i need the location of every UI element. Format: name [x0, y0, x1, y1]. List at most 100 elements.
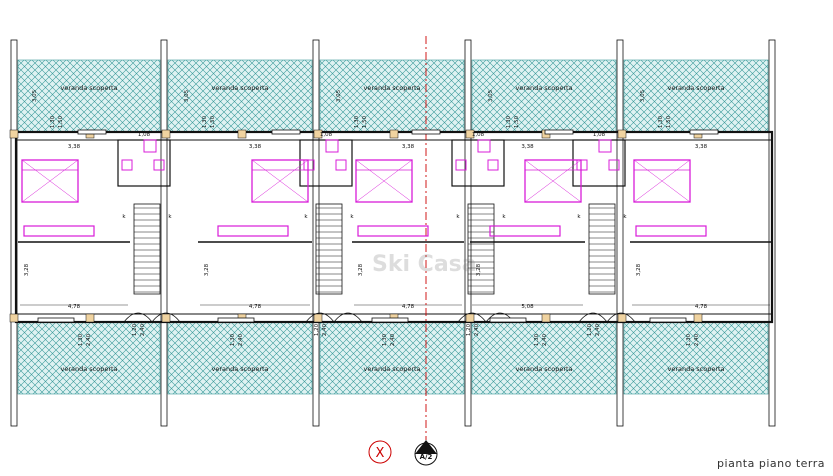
- terrace-label-top-1: veranda scoperta: [60, 84, 117, 92]
- column-top: [313, 129, 323, 139]
- dim-window-b-5: 1,50: [666, 115, 672, 128]
- stair-4: [588, 203, 616, 295]
- wardrobe-2: [217, 225, 289, 237]
- dim-bedroom-1: 3,38: [68, 144, 81, 150]
- window-top-1: [77, 129, 107, 135]
- kitchen-label-b-2: k: [350, 214, 354, 220]
- terrace-top-3: [319, 59, 465, 133]
- column-bottom: [161, 313, 171, 323]
- window-top-4: [544, 129, 574, 135]
- toilet-4: [576, 159, 588, 171]
- dim-bedroom-2: 3,38: [249, 144, 262, 150]
- column-bottom: [9, 313, 19, 323]
- shower-3: [477, 139, 491, 153]
- kitchen-label-b-4: k: [623, 214, 627, 220]
- dim-terrace-depth-3: 3,05: [336, 89, 342, 102]
- axis-marker-label: X: [376, 446, 385, 461]
- sink-4: [608, 159, 620, 171]
- furniture-layer: [21, 129, 719, 323]
- terrace-label-bottom-2: veranda scoperta: [211, 365, 268, 373]
- dim-terrace-depth-4: 3,05: [488, 89, 494, 102]
- dim-room-depth-5: 3,28: [636, 263, 642, 276]
- sink-2: [335, 159, 347, 171]
- column-top: [161, 129, 171, 139]
- dim-bedroom-3: 3,38: [402, 144, 415, 150]
- terrace-label-bottom-1: veranda scoperta: [60, 365, 117, 373]
- column-bottom: [617, 313, 627, 323]
- dim-door-a-2: 1,20: [314, 323, 320, 336]
- bed-4: [524, 159, 582, 203]
- terrace-label-top-4: veranda scoperta: [515, 84, 572, 92]
- entry-door-arc-b-1: [151, 312, 181, 323]
- window-top-2: [271, 129, 301, 135]
- terrace-bottom-5: [623, 321, 769, 395]
- terrace-label-bottom-3: veranda scoperta: [363, 365, 420, 373]
- dim-bottom-a-1: 1,30: [78, 333, 84, 346]
- column-top: [9, 129, 19, 139]
- dim-bottom-b-2: 2,40: [238, 333, 244, 346]
- toilet-3: [455, 159, 467, 171]
- column-top: [389, 129, 399, 139]
- kitchen-label-4: k: [577, 214, 581, 220]
- bed-cross-b-3: [355, 159, 413, 203]
- toilet-2: [303, 159, 315, 171]
- dim-bottom-a-2: 1,30: [230, 333, 236, 346]
- dim-bedroom-4: 3,38: [521, 144, 534, 150]
- dim-window-a-4: 1,30: [506, 115, 512, 128]
- dim-window-a-5: 1,30: [658, 115, 664, 128]
- dim-bottom-a-5: 1,30: [686, 333, 692, 346]
- dim-door-a-4: 1,20: [587, 323, 593, 336]
- sink-3: [487, 159, 499, 171]
- bed-3: [355, 159, 413, 203]
- shower-1: [143, 139, 157, 153]
- dim-bottom-b-1: 2,40: [86, 333, 92, 346]
- dim-bottom-a-3: 1,30: [382, 333, 388, 346]
- entry-door-arc-3: [457, 312, 487, 323]
- terrace-label-top-5: veranda scoperta: [667, 84, 724, 92]
- dim-door-b-2: 2,40: [322, 323, 328, 336]
- dim-window-a-2: 1,30: [202, 115, 208, 128]
- dim-room-width-2: 4,78: [249, 304, 262, 310]
- dim-window-a-1: 1,30: [50, 115, 56, 128]
- kitchen-label-1: k: [122, 214, 126, 220]
- dim-room-width-4: 5,08: [521, 304, 534, 310]
- column-top: [237, 129, 247, 139]
- terrace-bottom-2: [167, 321, 313, 395]
- column-bottom: [693, 313, 703, 323]
- column-top: [617, 129, 627, 139]
- stair-3: [467, 203, 495, 295]
- dim-room-width-3: 4,78: [402, 304, 415, 310]
- drawing-title: pianta piano terra: [717, 457, 825, 470]
- dim-door-a-3: 1,20: [466, 323, 472, 336]
- window-bottom-3: [371, 317, 409, 323]
- window-top-3: [411, 129, 441, 135]
- bed-5: [633, 159, 691, 203]
- section-marker-arrow: [415, 440, 437, 454]
- sink-1: [153, 159, 165, 171]
- column-top: [465, 129, 475, 139]
- wardrobe-4: [489, 225, 561, 237]
- window-top-5: [689, 129, 719, 135]
- dim-room-depth-1: 3,28: [24, 263, 30, 276]
- entry-door-arc-4: [578, 312, 608, 323]
- bed-cross-b-2: [251, 159, 309, 203]
- entry-door-arc-b-2: [333, 312, 363, 323]
- dim-terrace-depth-5: 3,05: [640, 89, 646, 102]
- column-strip-2: [160, 39, 168, 427]
- watermark: Ski Casa: [372, 252, 477, 277]
- kitchen-label-2: k: [304, 214, 308, 220]
- terrace-label-bottom-5: veranda scoperta: [667, 365, 724, 373]
- dim-window-b-4: 1,50: [514, 115, 520, 128]
- column-bottom: [313, 313, 323, 323]
- labels-layer: veranda scoperta veranda scoperta veranda …: [24, 84, 725, 461]
- terrace-bottom-1: [17, 321, 161, 395]
- terrace-bottom-4: [471, 321, 617, 395]
- dim-window-b-3: 1,50: [362, 115, 368, 128]
- dim-door-b-3: 2,40: [474, 323, 480, 336]
- kitchen-label-b-1: k: [168, 214, 172, 220]
- bed-1: [21, 159, 79, 203]
- bed-cross-b-5: [633, 159, 691, 203]
- kitchen-label-b-3: k: [502, 214, 506, 220]
- dim-door-a-1: 1,20: [132, 323, 138, 336]
